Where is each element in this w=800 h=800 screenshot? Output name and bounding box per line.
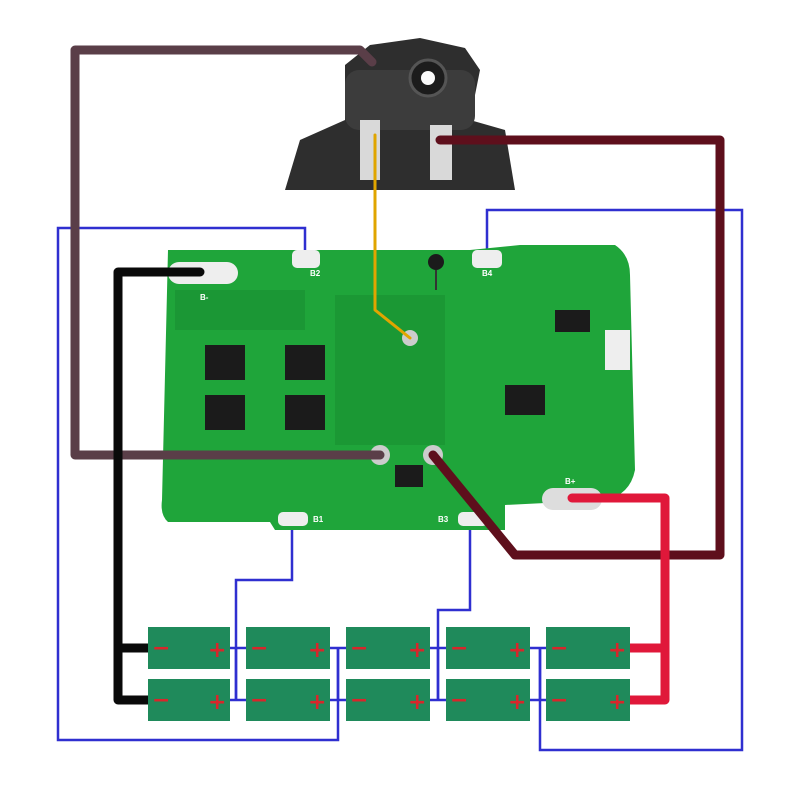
- brown-wire: [70, 45, 385, 460]
- cell-plus: +: [308, 690, 326, 715]
- cell-plus: +: [508, 690, 526, 715]
- battery-cell: − +: [446, 627, 530, 669]
- label-b-minus: B-: [200, 293, 209, 302]
- battery-cell: − +: [546, 679, 630, 721]
- pad-b1: [278, 512, 308, 526]
- yellow-wire: [373, 133, 412, 340]
- ic-chip: [555, 310, 590, 332]
- label-b4: B4: [482, 269, 493, 278]
- battery-cell: − +: [346, 627, 430, 669]
- battery-cell: − +: [148, 679, 230, 721]
- thermistor: [428, 254, 444, 290]
- cell-plus: +: [408, 638, 426, 663]
- cell-minus: −: [250, 688, 268, 713]
- power-wires: [70, 45, 725, 705]
- cell-plus: +: [408, 690, 426, 715]
- cell-links: [230, 646, 546, 702]
- battery-cell: − +: [346, 679, 430, 721]
- cell-minus: −: [152, 688, 170, 713]
- battery-connector: [285, 38, 515, 190]
- battery-cell: − +: [446, 679, 530, 721]
- label-b-plus: B+: [565, 477, 576, 486]
- cell-minus: −: [550, 636, 568, 661]
- cell-plus: +: [308, 638, 326, 663]
- cell-minus: −: [450, 688, 468, 713]
- cell-plus: +: [508, 638, 526, 663]
- pad-b2: [292, 250, 320, 268]
- cell-minus: −: [250, 636, 268, 661]
- pad-b4: [472, 250, 502, 268]
- cell-minus: −: [350, 636, 368, 661]
- cell-plus: +: [608, 690, 626, 715]
- bms-pcb: B- B2 B4 B1 B3 B+: [161, 245, 635, 530]
- blue-wire-b4: [485, 208, 744, 752]
- mosfet: [205, 345, 245, 380]
- ic-chip: [505, 385, 545, 415]
- label-b3: B3: [438, 515, 449, 524]
- red-wire: [567, 493, 670, 705]
- darkred-wire: [428, 135, 725, 560]
- mosfet: [285, 345, 325, 380]
- black-wire: [113, 267, 205, 705]
- blue-wire-b3: [436, 518, 472, 700]
- cell-plus: +: [208, 638, 226, 663]
- label-b1: B1: [313, 515, 324, 524]
- cell-minus: −: [350, 688, 368, 713]
- battery-cells: − + − + − + − + − + − +: [148, 627, 630, 721]
- battery-cell: − +: [148, 627, 230, 669]
- label-b2: B2: [310, 269, 321, 278]
- cell-minus: −: [152, 636, 170, 661]
- battery-cell: − +: [246, 679, 330, 721]
- mosfet: [285, 395, 325, 430]
- battery-cell: − +: [546, 627, 630, 669]
- cell-plus: +: [608, 638, 626, 663]
- blue-wire-b2: [56, 226, 340, 742]
- ic-chip: [395, 465, 423, 487]
- cell-minus: −: [450, 636, 468, 661]
- battery-cell: − +: [246, 627, 330, 669]
- cell-minus: −: [550, 688, 568, 713]
- cell-plus: +: [208, 690, 226, 715]
- blue-wire-b1: [234, 518, 294, 700]
- mosfet: [205, 395, 245, 430]
- connector-header: [605, 330, 630, 370]
